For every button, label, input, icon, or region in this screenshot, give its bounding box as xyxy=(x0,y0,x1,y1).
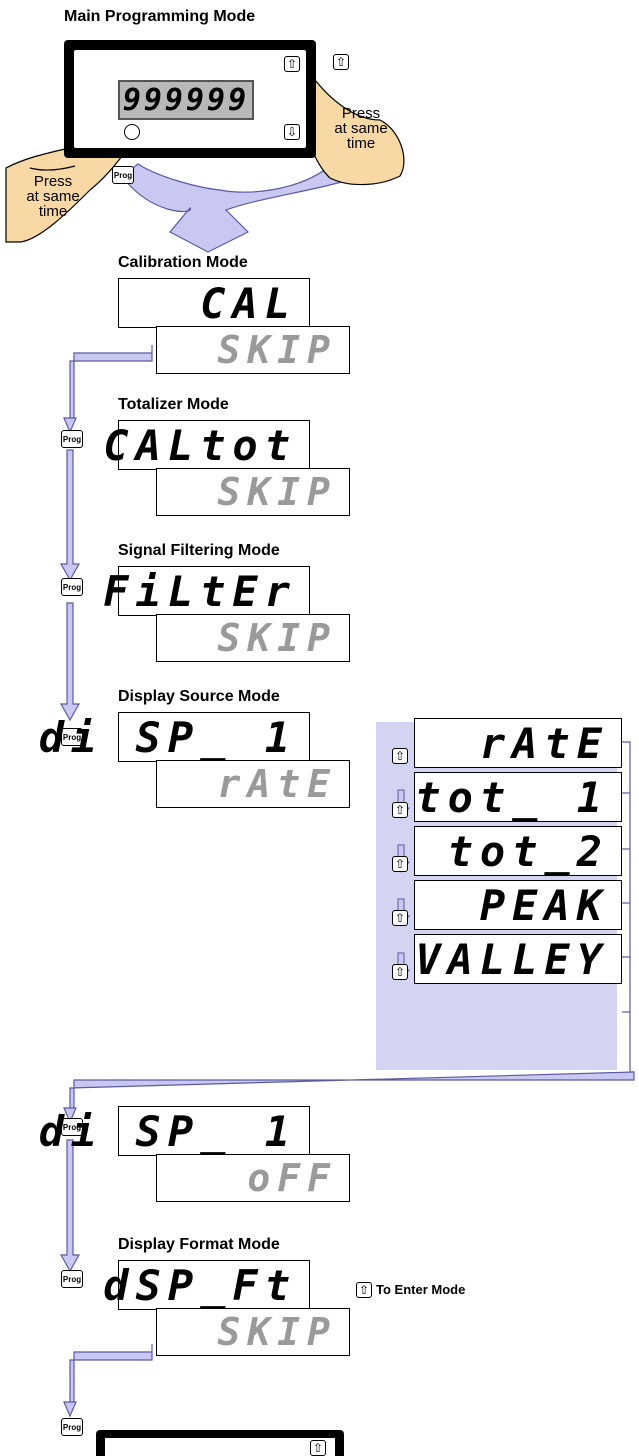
meter-down-icon[interactable]: ⇩ xyxy=(284,124,300,140)
filter-skip-text: SKIP xyxy=(217,616,337,660)
prog-button-5[interactable]: Prog xyxy=(61,1270,83,1288)
flow-arrow-off xyxy=(59,1139,81,1273)
cal-text: CAL xyxy=(200,278,297,328)
return-arrow xyxy=(63,1071,635,1124)
prog-button-top[interactable]: Prog xyxy=(112,166,134,184)
source-title: Display Source Mode xyxy=(118,688,280,705)
filtering-title: Signal Filtering Mode xyxy=(118,542,280,559)
disp1-text: di SP_ 1 xyxy=(38,712,297,762)
enter-up-icon[interactable]: ⇧ xyxy=(356,1282,372,1298)
option-up-icon[interactable]: ⇧ xyxy=(392,910,408,926)
cal-skip-display: SKIP xyxy=(156,326,350,374)
format-skip-display: SKIP xyxy=(156,1308,350,1356)
dspft-text: dSP_Ft xyxy=(103,1260,297,1310)
option-peak[interactable]: PEAK xyxy=(414,880,622,930)
meter-top: 999999 xyxy=(64,40,316,158)
curved-arrow xyxy=(121,163,364,253)
tot-skip-display: SKIP xyxy=(156,468,350,516)
prog-button-4[interactable]: Prog xyxy=(61,1118,83,1136)
tot-skip-text: SKIP xyxy=(217,470,337,514)
disp1-off-main-text: di SP_ 1 xyxy=(38,1106,297,1156)
meter-value: 999999 xyxy=(122,82,250,118)
enter-note: To Enter Mode xyxy=(376,1282,466,1297)
cal-skip-text: SKIP xyxy=(217,328,337,372)
flow-arrow-tot xyxy=(59,449,81,582)
prog-button-6[interactable]: Prog xyxy=(61,1418,83,1436)
calibration-title: Calibration Mode xyxy=(118,254,248,271)
option-up-icon[interactable]: ⇧ xyxy=(392,802,408,818)
filter-display: FiLtEr xyxy=(103,566,310,616)
dspft-display: dSP_Ft xyxy=(103,1260,310,1310)
off-display: oFF xyxy=(156,1154,350,1202)
format-skip-text: SKIP xyxy=(217,1310,337,1354)
option-bracket xyxy=(622,741,631,1076)
disp1-display: di SP_ 1 xyxy=(39,712,310,762)
off-text: oFF xyxy=(247,1156,337,1200)
option-tot1[interactable]: tot_ 1 xyxy=(414,772,622,822)
disp1-off-main: di SP_ 1 xyxy=(39,1106,310,1156)
filter-text: FiLtEr xyxy=(103,566,297,616)
prog-button-3[interactable]: Prog xyxy=(61,728,83,746)
option-valley[interactable]: VALLEY xyxy=(414,934,622,984)
option-peak-text: PEAK xyxy=(479,880,609,930)
option-valley-text: VALLEY xyxy=(415,934,609,984)
main-mode-title: Main Programming Mode xyxy=(64,8,256,25)
option-tot2-text: tot_2 xyxy=(447,826,609,876)
meter-mid-button[interactable] xyxy=(124,124,140,140)
flow-arrow-cal xyxy=(63,345,153,434)
flow-arrow-filter xyxy=(59,602,81,722)
prog-button-1[interactable]: Prog xyxy=(61,430,83,448)
meter-face: 999999 xyxy=(74,50,306,148)
format-title: Display Format Mode xyxy=(118,1236,280,1253)
meter-bottom-face xyxy=(105,1438,335,1456)
filter-skip-display: SKIP xyxy=(156,614,350,662)
option-tot1-text: tot_ 1 xyxy=(415,772,609,822)
option-up-icon[interactable]: ⇧ xyxy=(392,856,408,872)
bottom-meter-up-icon[interactable]: ⇧ xyxy=(310,1440,326,1456)
option-tot2[interactable]: tot_2 xyxy=(414,826,622,876)
totalizer-title: Totalizer Mode xyxy=(118,396,229,413)
cal-display: CAL xyxy=(118,278,310,328)
outer-up-icon[interactable]: ⇧ xyxy=(333,54,349,70)
option-rate[interactable]: rAtE xyxy=(414,718,622,768)
prog-button-2[interactable]: Prog xyxy=(61,578,83,596)
caltot-display: CALtot xyxy=(103,420,310,470)
caltot-text: CALtot xyxy=(103,420,297,470)
disp1-rate-text: rAtE xyxy=(217,762,337,806)
option-up-icon[interactable]: ⇧ xyxy=(392,964,408,980)
flow-arrow-format xyxy=(63,1344,153,1418)
disp1-rate-display: rAtE xyxy=(156,760,350,808)
option-up-icon[interactable]: ⇧ xyxy=(392,748,408,764)
option-rate-text: rAtE xyxy=(479,718,609,768)
meter-lcd: 999999 xyxy=(118,80,254,120)
meter-up-icon[interactable]: ⇧ xyxy=(284,56,300,72)
